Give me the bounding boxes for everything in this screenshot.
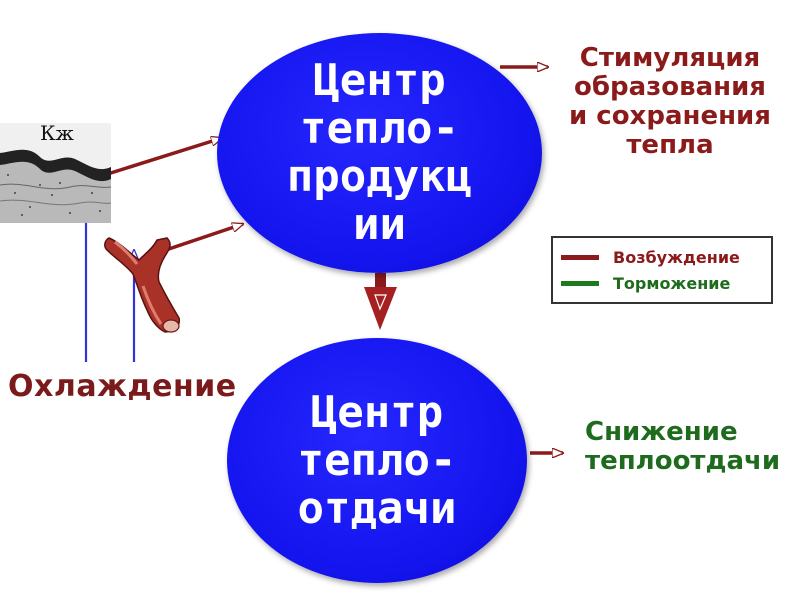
stimulation-output: Стимуляция образования и сохранения тепл… (560, 44, 780, 160)
skin-section-image (0, 123, 111, 223)
legend-item-excitation: Возбуждение (561, 248, 740, 267)
legend: Возбуждение Торможение (551, 236, 773, 304)
stimulation-line-2: образования (573, 72, 767, 102)
heat-production-line-4: ии (353, 199, 406, 250)
heat-loss-center: Центр тепло- отдачи (227, 338, 527, 583)
reduction-output: Снижение теплоотдачи (585, 418, 795, 476)
legend-item-inhibition: Торможение (561, 274, 730, 293)
reduction-line-2: теплоотдачи (585, 446, 781, 476)
reduction-line-1: Снижение (585, 417, 738, 447)
legend-label-excitation: Возбуждение (613, 248, 740, 267)
arrow-skin-to-production (97, 138, 222, 179)
legend-swatch-excitation (561, 255, 599, 260)
stimulation-line-3: и сохранения (569, 101, 771, 131)
stimulation-line-4: тепла (626, 130, 714, 160)
legend-swatch-inhibition (561, 281, 599, 286)
blood-vessel-image (104, 237, 181, 333)
skin-label: Кж (40, 121, 74, 145)
arrow-production-to-loss (364, 273, 397, 330)
heat-loss-line-1: Центр (310, 386, 444, 438)
legend-label-inhibition: Торможение (613, 274, 731, 293)
cooling-label: Охлаждение (8, 369, 237, 404)
heat-loss-line-2: тепло- (297, 434, 457, 486)
stimulation-line-1: Стимуляция (579, 43, 761, 73)
heat-loss-line-3: отдачи (297, 482, 457, 534)
heat-production-center: Центр тепло- продукц ии (217, 33, 542, 273)
heat-production-line-2: тепло- (300, 103, 459, 154)
heat-production-line-1: Центр (313, 55, 446, 106)
heat-production-line-3: продукц (286, 151, 473, 202)
